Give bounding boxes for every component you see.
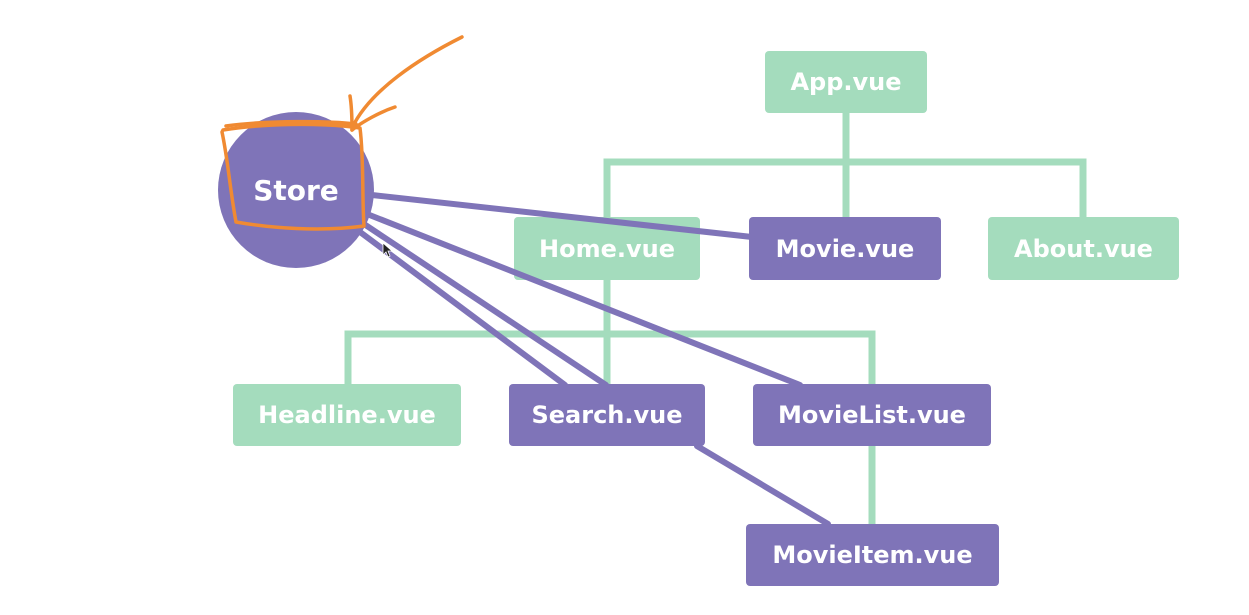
node-movieitem: MovieItem.vue (746, 524, 999, 586)
node-search: Search.vue (509, 384, 705, 446)
node-movielist: MovieList.vue (753, 384, 991, 446)
node-headline: Headline.vue (233, 384, 461, 446)
store-node: Store (218, 112, 374, 268)
node-app: App.vue (765, 51, 927, 113)
mouse-cursor-icon (382, 242, 394, 258)
store-label: Store (253, 173, 339, 207)
node-movie: Movie.vue (749, 217, 941, 280)
node-about: About.vue (988, 217, 1179, 280)
node-home: Home.vue (514, 217, 700, 280)
